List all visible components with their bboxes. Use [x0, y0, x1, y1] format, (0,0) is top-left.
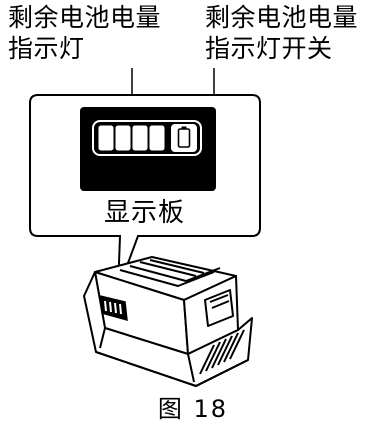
battery-base-edge	[95, 351, 249, 387]
indicator-segment-1	[98, 125, 114, 151]
battery-icon	[177, 126, 191, 148]
switch-label-line-1: 剩余电池电量	[205, 3, 359, 32]
indicator-segment-4	[149, 125, 165, 151]
indicator-switch-button[interactable]	[171, 124, 197, 152]
indicator-label-line-2: 指示灯	[8, 34, 85, 63]
remaining-battery-indicator-label: 剩余电池电量 指示灯	[8, 2, 188, 64]
release-latch	[204, 289, 234, 327]
indicator-segment-2	[115, 125, 131, 151]
remaining-battery-indicator-switch-label: 剩余电池电量 指示灯开关	[205, 2, 385, 64]
battery-pack	[83, 256, 253, 387]
indicator-label-line-1: 剩余电池电量	[8, 3, 162, 32]
switch-label-line-2: 指示灯开关	[205, 34, 333, 63]
rail-right	[129, 265, 221, 282]
rail-left	[119, 269, 215, 287]
display-panel-label: 显示板	[103, 198, 185, 228]
indicator-frame	[92, 120, 202, 156]
battery-display-panel	[99, 295, 128, 322]
indicator-segments	[98, 125, 165, 151]
indicator-segment-3	[132, 125, 148, 151]
figure-caption: 图 18	[157, 395, 229, 423]
